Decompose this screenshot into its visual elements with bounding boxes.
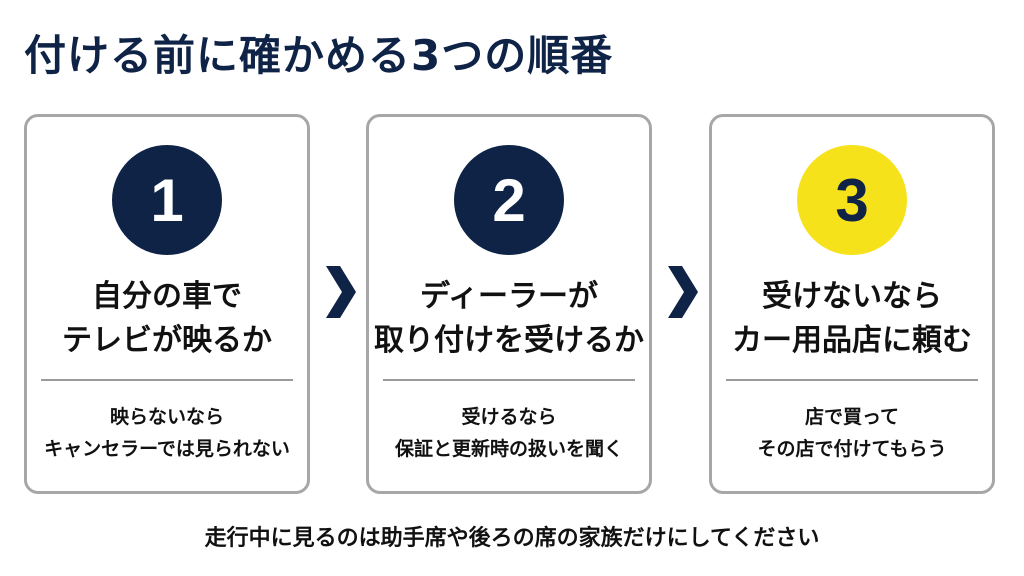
- divider: [41, 379, 293, 381]
- step-description-line: 受けるなら: [461, 406, 557, 428]
- step-heading: ディーラーが 取り付けを受けるか: [369, 275, 649, 363]
- step-description: 店で買って その店で付けてもらう: [712, 401, 992, 465]
- step-card-2: 2 ディーラーが 取り付けを受けるか 受けるなら 保証と更新時の扱いを聞く: [366, 114, 652, 494]
- step-number-badge: 2: [454, 145, 564, 255]
- chevron-right-icon: [326, 266, 356, 318]
- step-heading-line: カー用品店に頼む: [732, 323, 972, 358]
- footer-note: 走行中に見るのは助手席や後ろの席の家族だけにしてください: [204, 526, 820, 551]
- step-heading-line: 受けないなら: [762, 279, 942, 314]
- step-card-3: 3 受けないなら カー用品店に頼む 店で買って その店で付けてもらう: [709, 114, 995, 494]
- step-heading: 受けないなら カー用品店に頼む: [712, 275, 992, 363]
- step-number-badge: 1: [112, 145, 222, 255]
- step-heading-line: ディーラーが: [420, 279, 598, 314]
- step-description-line: 映らないなら: [109, 406, 224, 428]
- page-title: 付ける前に確かめる3つの順番: [24, 31, 614, 80]
- divider: [726, 379, 978, 381]
- step-description: 受けるなら 保証と更新時の扱いを聞く: [369, 401, 649, 465]
- step-card-1: 1 自分の車で テレビが映るか 映らないなら キャンセラーでは見られない: [24, 114, 310, 494]
- chevron-right-icon: [668, 266, 698, 318]
- divider: [383, 379, 635, 381]
- step-description-line: 保証と更新時の扱いを聞く: [394, 438, 623, 460]
- step-heading-line: 自分の車で: [92, 279, 242, 314]
- step-description-line: その店で付けてもらう: [757, 438, 947, 460]
- step-description: 映らないなら キャンセラーでは見られない: [27, 401, 307, 465]
- step-number-badge: 3: [797, 145, 907, 255]
- step-heading: 自分の車で テレビが映るか: [27, 275, 307, 363]
- step-description-line: 店で買って: [804, 406, 900, 428]
- step-description-line: キャンセラーでは見られない: [44, 438, 290, 460]
- step-heading-line: テレビが映るか: [62, 323, 272, 358]
- step-heading-line: 取り付けを受けるか: [374, 323, 644, 358]
